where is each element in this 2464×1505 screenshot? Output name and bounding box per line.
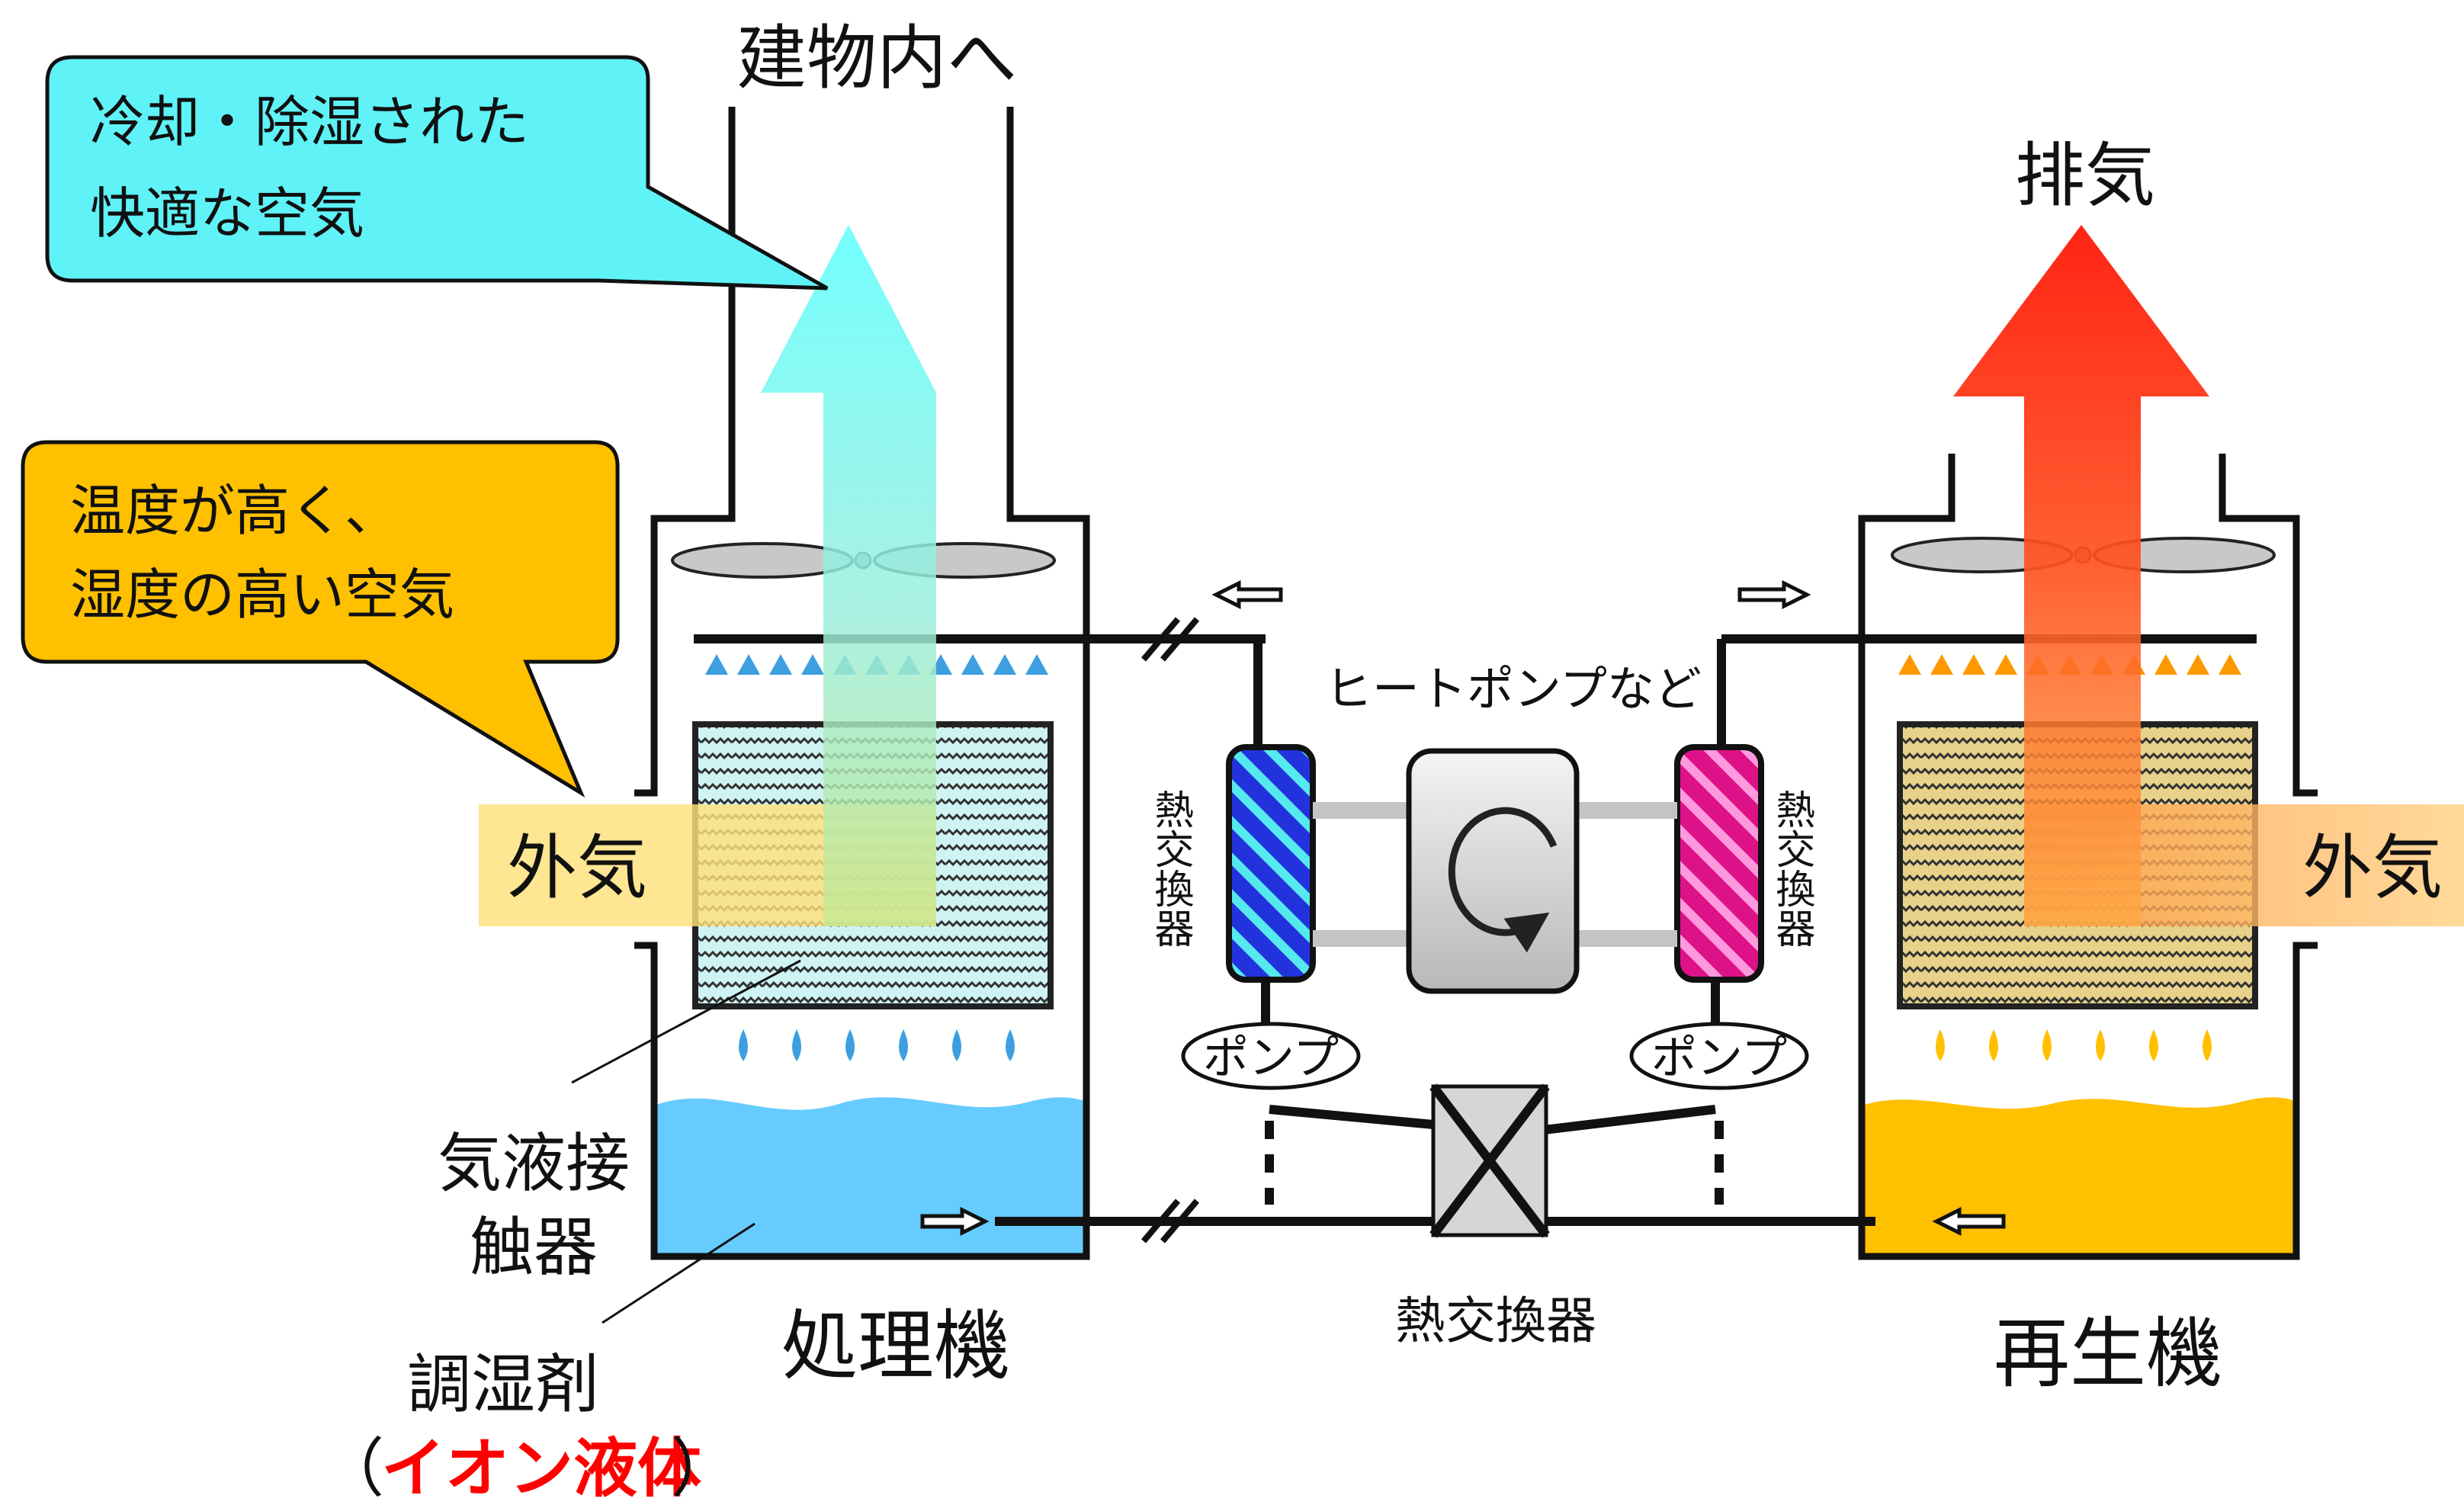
drops-right [1936, 1029, 2212, 1061]
pipe-break-marks [1141, 617, 1200, 1243]
regenerator-label: 再生機 [1994, 1309, 2222, 1398]
desiccant-label: 調湿剤 [407, 1347, 599, 1422]
hot-air-callout [21, 440, 620, 798]
heat-exchanger-label-bottom: 熱交換器 [1395, 1292, 1596, 1350]
heat-exchanger-label-left: 熱交換器 [1147, 789, 1193, 948]
hot-desiccant-liquid [1862, 1097, 2296, 1254]
ionic-liquid-open-paren: （ [320, 1431, 384, 1501]
heat-pump-bars [1313, 802, 1677, 947]
dashed-connectors [1265, 1121, 1724, 1205]
outside-air-label-left: 外気 [507, 827, 647, 909]
pump-label-right: ポンプ [1651, 1032, 1787, 1085]
outside-air-label-right: 外気 [2302, 827, 2443, 909]
bottom-heat-exchanger [1429, 1083, 1550, 1238]
heat-exchanger-coil-right [1674, 744, 1764, 983]
ionic-liquid-close-paren: ） [671, 1431, 735, 1501]
heat-exchanger-label-right: 熱交換器 [1769, 789, 1814, 948]
hot-air-arrow [1953, 225, 2209, 926]
ionic-liquid-label: イオン液体 [381, 1431, 701, 1501]
cycle-icon [1448, 807, 1558, 953]
flow-arrows [920, 579, 2006, 1237]
exhaust-label: 排気 [2015, 135, 2155, 217]
piping [995, 634, 1875, 1226]
processor-housing [634, 107, 1090, 1260]
cool-air-callout [45, 55, 829, 290]
regenerator-housing [1858, 454, 2318, 1260]
gas-liquid-contactor-label-line2: 触器 [470, 1210, 598, 1285]
cool-desiccant-liquid [654, 1097, 1086, 1254]
pump-label-left: ポンプ [1203, 1032, 1339, 1085]
hot-air-callout-line1: 温度が高く、 [70, 479, 399, 543]
processor-label: 処理機 [781, 1301, 1010, 1391]
drops-left [739, 1029, 1015, 1061]
cool-air-arrow [761, 225, 936, 926]
to-building-label: 建物内へ [736, 18, 1017, 99]
heat-pump-box [1406, 748, 1580, 994]
pump-right [1629, 1022, 1809, 1090]
hot-air-callout-line2: 湿度の高い空気 [70, 563, 454, 627]
cool-air-callout-line2: 快適な空気 [90, 181, 364, 245]
heat-exchanger-coil-left [1226, 744, 1316, 983]
leader-lines [571, 959, 801, 1324]
heat-pump-label: ヒートポンプなど [1325, 661, 1702, 717]
gas-liquid-contactor-label-line1: 気液接 [438, 1126, 630, 1201]
pump-left [1181, 1022, 1361, 1090]
cool-air-callout-line1: 冷却・除湿された [90, 90, 529, 154]
